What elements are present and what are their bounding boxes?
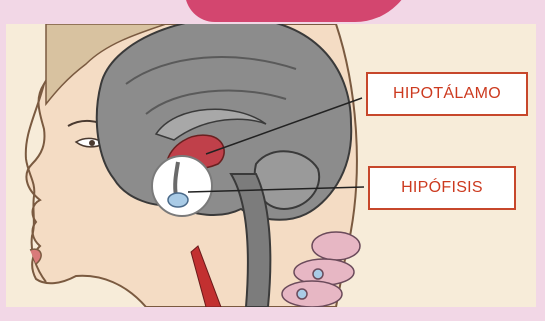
hypothalamus-label: HIPOTÁLAMO [366, 72, 528, 116]
pituitary-label-text: HIPÓFISIS [401, 179, 483, 197]
hypothalamus-label-text: HIPOTÁLAMO [393, 85, 501, 103]
pituitary-label: HIPÓFISIS [368, 166, 516, 210]
pituitary-gland [168, 193, 188, 207]
anatomy-illustration: HIPOTÁLAMO HIPÓFISIS [6, 24, 536, 307]
decorative-accent-shape [185, 0, 415, 22]
